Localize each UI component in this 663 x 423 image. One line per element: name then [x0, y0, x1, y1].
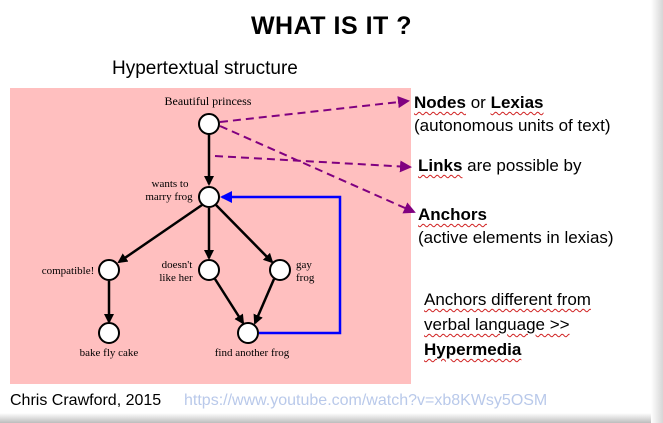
links-line: Links are possible by	[418, 156, 581, 176]
node-doesnt	[198, 259, 220, 281]
edge-doesnt-to-find	[213, 278, 245, 325]
label-find: find another frog	[215, 347, 290, 359]
node-bake	[98, 322, 120, 344]
dashed-arrow-to-links	[214, 155, 412, 173]
bottom-shadow	[0, 413, 663, 423]
links-rest: are possible by	[467, 156, 582, 175]
label-wants-1: wants to	[152, 178, 189, 190]
footer-youtube-link[interactable]: https://www.youtube.com/watch?v=xb8KWsy5…	[184, 392, 548, 409]
hypermedia-term: Hypermedia	[424, 340, 522, 359]
anchors-different-text-2: verbal language >>	[424, 315, 570, 334]
nodes-lexias-line: Nodes or Lexias	[414, 93, 544, 113]
nodes-description: (autonomous units of text)	[414, 116, 611, 135]
anchors-different-line-1: Anchors different from	[424, 290, 591, 310]
node-root	[198, 113, 220, 135]
slide-title: WHAT IS IT ?	[250, 12, 413, 40]
right-shadow	[651, 0, 663, 423]
or-word: or	[470, 93, 486, 112]
label-doesnt-2: like her	[159, 272, 193, 284]
loop-arrow-find-to-wants	[220, 191, 342, 335]
node-wants	[198, 186, 220, 208]
label-wants-2: marry frog	[145, 191, 193, 203]
anchors-term: Anchors	[418, 205, 487, 224]
node-gay	[269, 259, 291, 281]
anchors-description: (active elements in lexias)	[418, 228, 614, 247]
label-compatible: compatible!	[42, 265, 95, 277]
dashed-arrow-to-nodes	[219, 96, 410, 123]
anchors-line: Anchors	[418, 205, 487, 225]
lexias-term: Lexias	[490, 93, 544, 112]
edge-wants-to-compatible	[117, 203, 203, 264]
label-gay-1: gay	[296, 259, 312, 271]
edge-gay-to-find	[253, 278, 276, 325]
label-gay-2: frog	[296, 272, 315, 284]
anchors-different-line-2: verbal language >>	[424, 315, 570, 335]
hypermedia-line: Hypermedia	[424, 340, 521, 360]
anchors-different-text-1: Anchors different from	[424, 290, 591, 309]
nodes-term: Nodes	[414, 93, 466, 112]
dashed-arrow-to-anchors	[219, 125, 416, 214]
label-bake: bake fly cake	[80, 347, 139, 359]
footer-author: Chris Crawford, 2015	[10, 392, 162, 409]
diagram-panel	[10, 88, 411, 384]
node-find	[237, 322, 259, 344]
slide-subtitle: Hypertextual structure	[112, 58, 298, 79]
label-doesnt-1: doesn't	[162, 259, 193, 271]
node-compatible	[98, 259, 120, 281]
label-root: Beautiful princess	[165, 94, 252, 108]
links-term: Links	[418, 156, 463, 175]
edge-wants-to-gay	[215, 204, 274, 264]
